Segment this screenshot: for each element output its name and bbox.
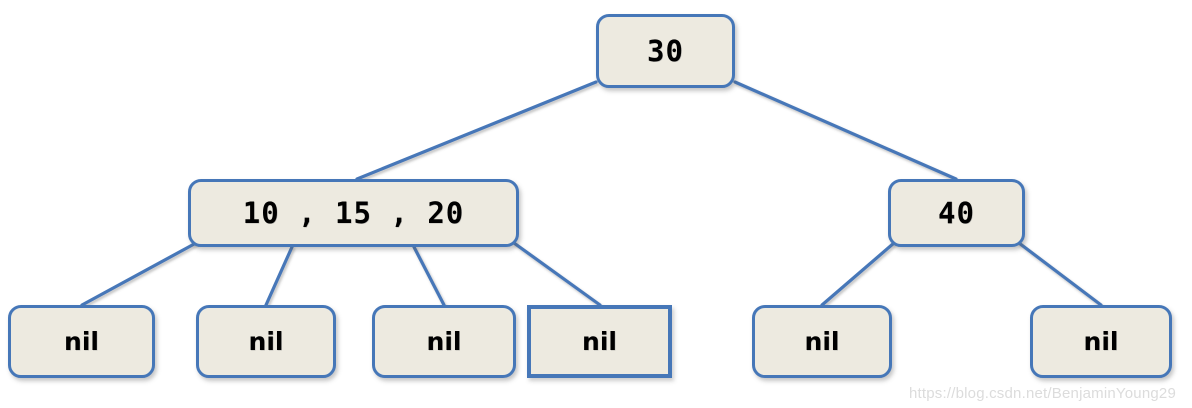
tree-node-label-nil6: nil <box>1083 327 1119 356</box>
tree-node-left[interactable]: 10 , 15 , 20 <box>188 179 519 247</box>
tree-node-label-nil5: nil <box>804 327 840 356</box>
tree-node-label-nil2: nil <box>248 327 284 356</box>
tree-edge-root-left <box>355 80 598 181</box>
tree-edge-left-nil1 <box>80 241 198 307</box>
tree-node-label-nil1: nil <box>64 327 99 356</box>
tree-edge-left-nil4 <box>512 241 602 307</box>
tree-edge-right-nil5 <box>820 241 896 307</box>
tree-node-nil1[interactable]: nil <box>8 305 155 378</box>
tree-node-label-left: 10 , 15 , 20 <box>242 195 465 230</box>
tree-node-nil5[interactable]: nil <box>752 305 892 378</box>
tree-node-nil3[interactable]: nil <box>372 305 516 378</box>
tree-node-right[interactable]: 40 <box>888 179 1025 247</box>
tree-edge-left-nil2 <box>264 245 294 307</box>
tree-node-root[interactable]: 30 <box>596 14 735 88</box>
tree-edge-left-nil3 <box>412 245 446 307</box>
tree-node-nil6[interactable]: nil <box>1030 305 1172 378</box>
tree-node-label-nil4: nil <box>582 327 617 356</box>
tree-node-label-nil3: nil <box>426 327 462 356</box>
tree-node-nil2[interactable]: nil <box>196 305 336 378</box>
tree-edge-right-nil6 <box>1017 241 1103 307</box>
tree-node-label-root: 30 <box>647 33 684 68</box>
watermark-text: https://blog.csdn.net/BenjaminYoung29 <box>908 385 1176 402</box>
tree-node-nil4[interactable]: nil <box>527 305 672 378</box>
tree-edge-root-right <box>733 80 958 181</box>
tree-node-label-right: 40 <box>938 195 975 230</box>
